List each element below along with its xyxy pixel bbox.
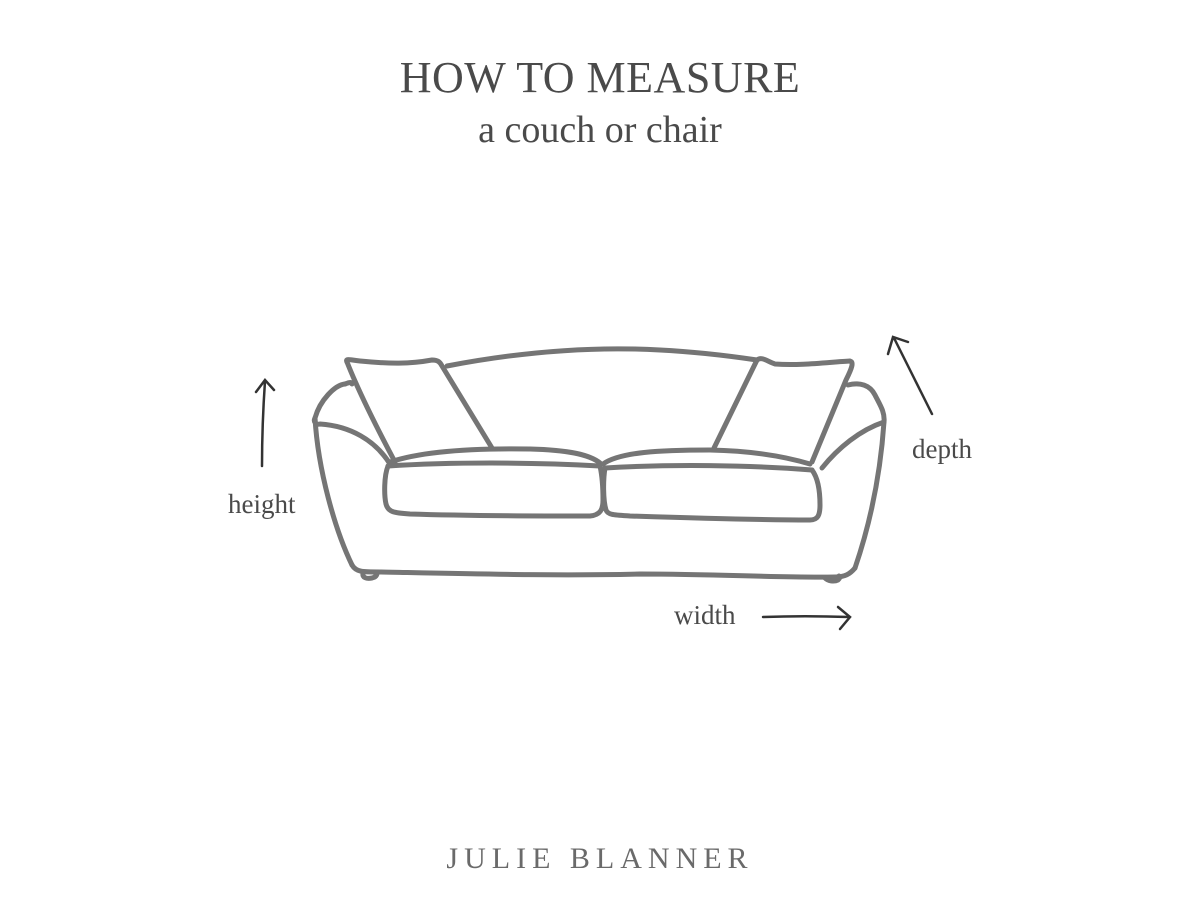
depth-label: depth xyxy=(912,434,972,464)
height-arrow-icon xyxy=(254,378,276,468)
width-arrow-icon xyxy=(761,605,852,631)
page-title: HOW TO MEASURE xyxy=(399,53,801,102)
page-subtitle: a couch or chair xyxy=(478,109,722,151)
brand-logo: JULIE BLANNER xyxy=(446,842,754,875)
depth-arrow-icon xyxy=(886,335,934,416)
couch-drawing xyxy=(311,346,887,584)
height-label: height xyxy=(228,489,296,519)
width-label: width xyxy=(674,600,736,630)
